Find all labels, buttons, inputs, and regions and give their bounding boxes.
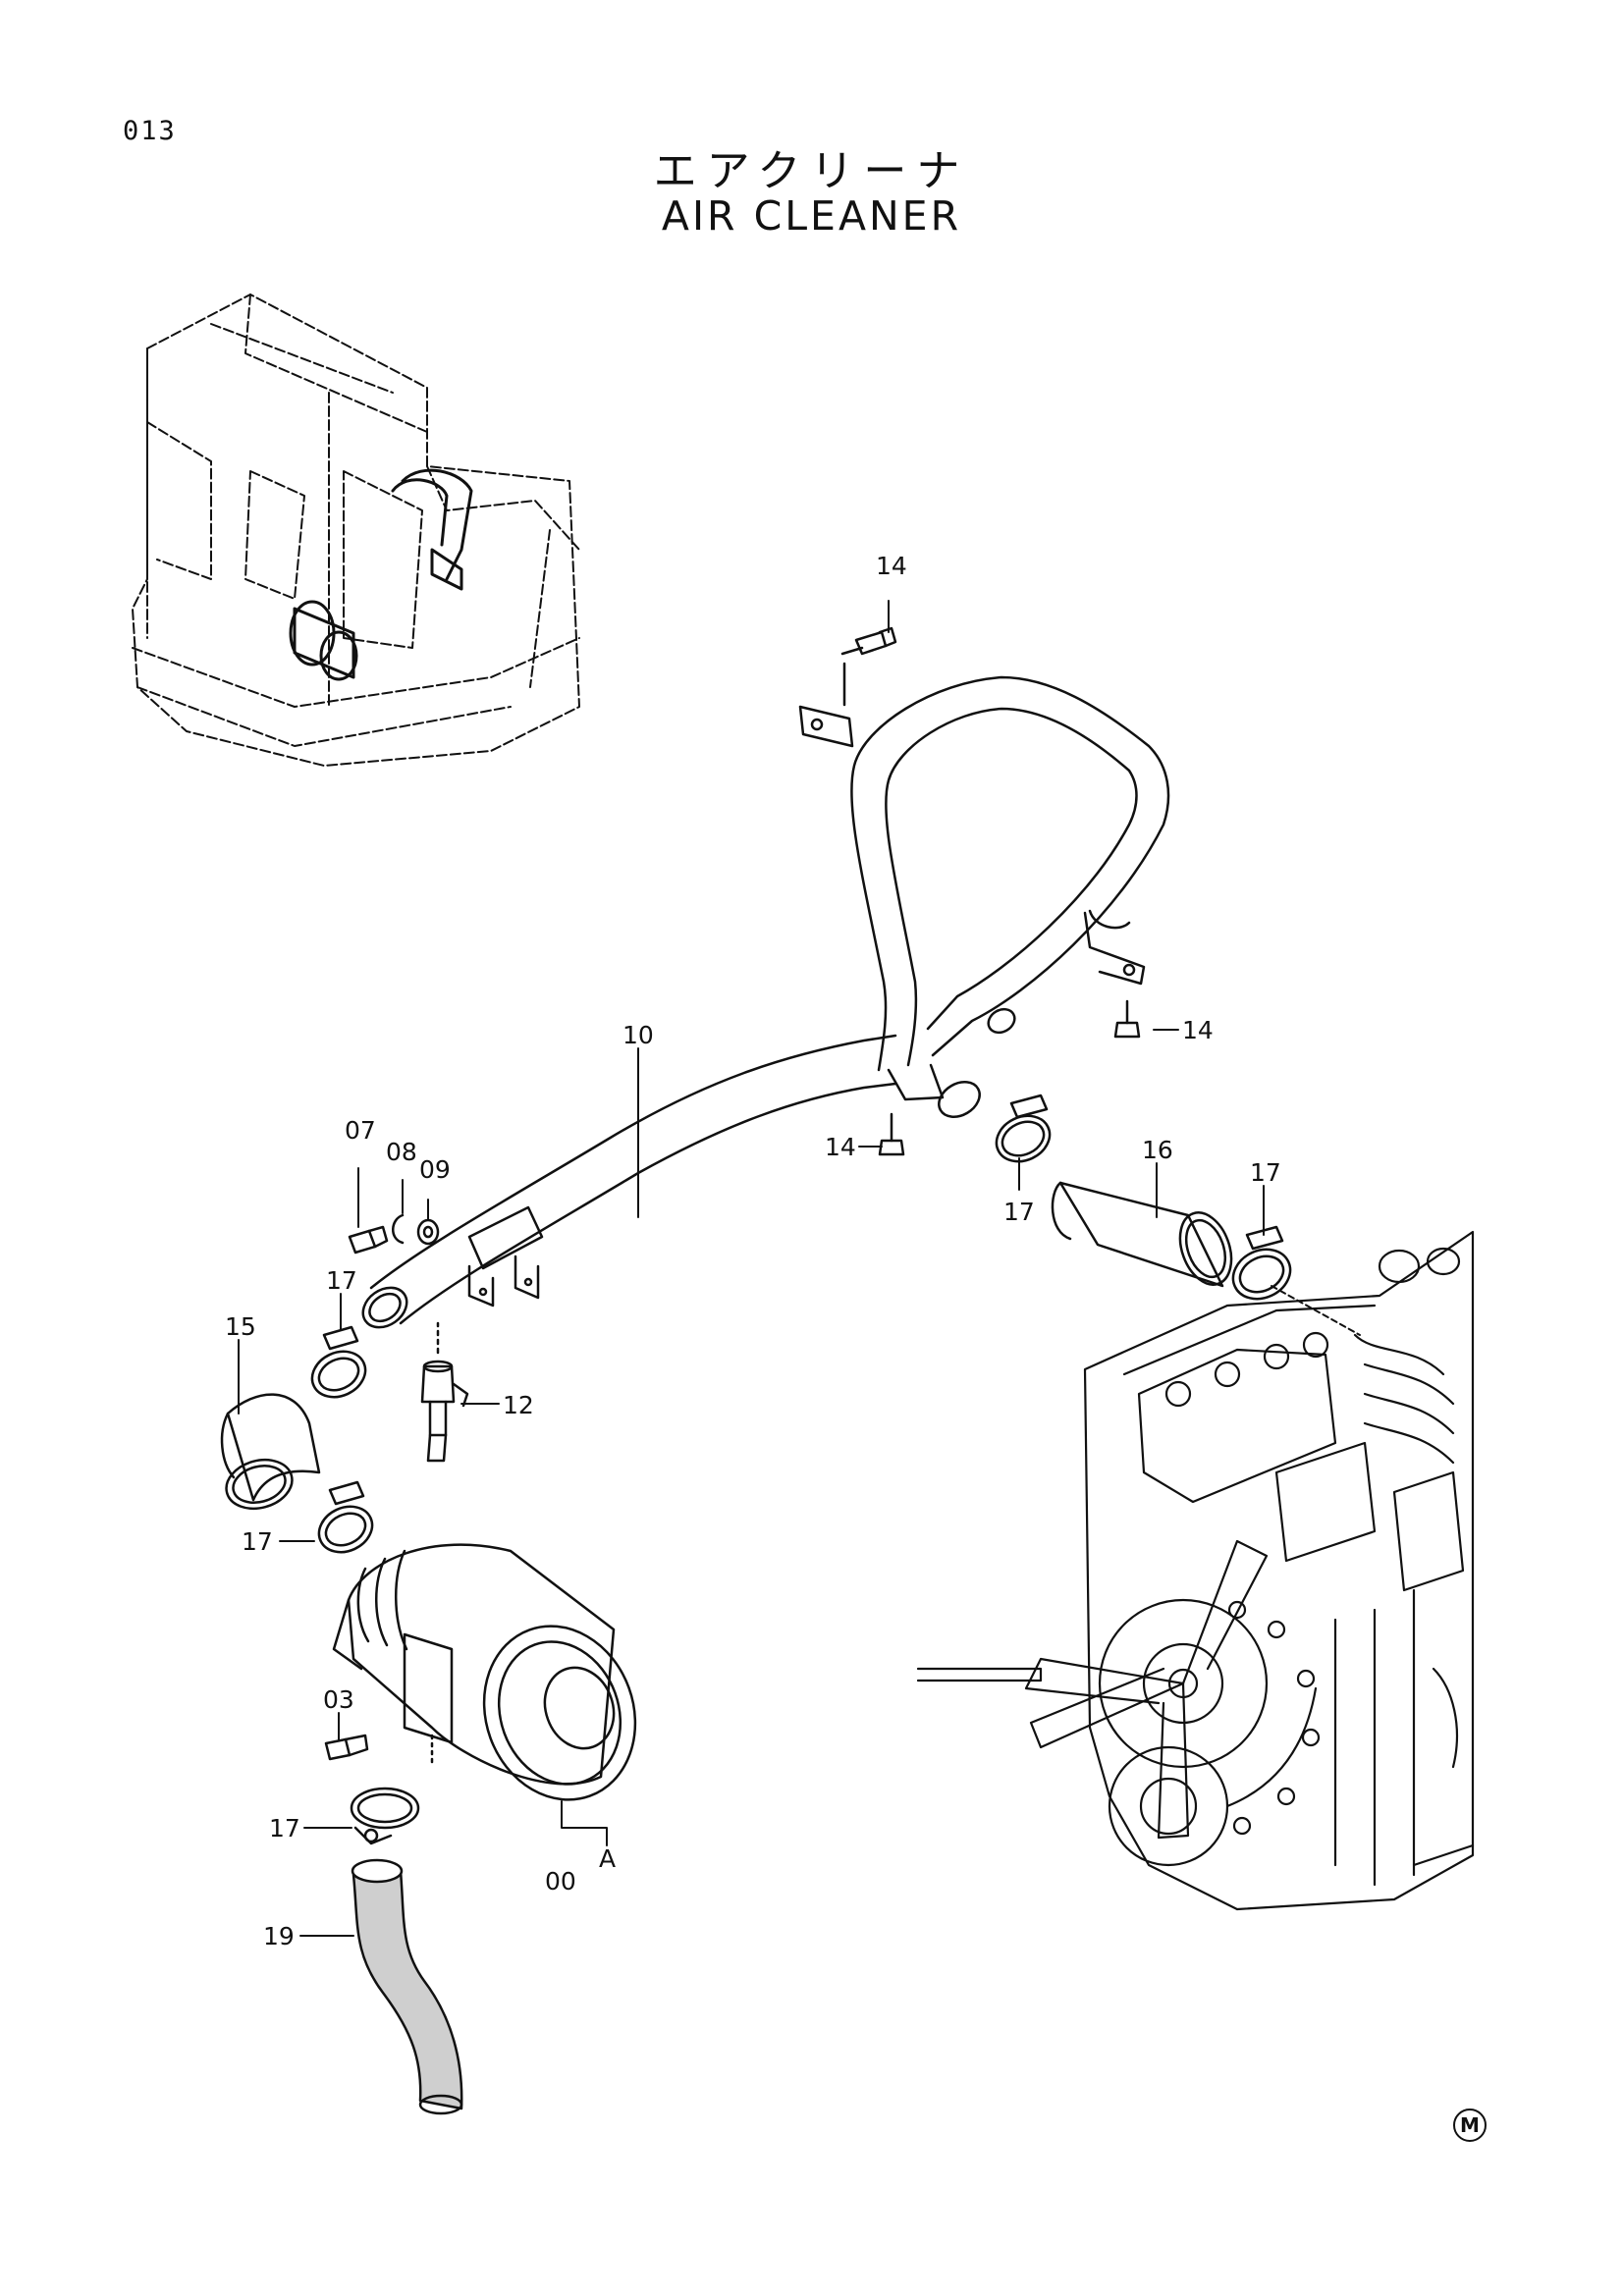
engine-block <box>916 1230 1475 1911</box>
callout-17-bottom: 17 <box>269 1814 300 1842</box>
bolt-14-top <box>840 626 897 656</box>
title-english: AIR CLEANER <box>661 192 962 240</box>
callout-07: 07 <box>345 1116 376 1145</box>
clamp-17-a <box>995 1094 1052 1163</box>
hose-19 <box>351 1858 463 2115</box>
hose-15 <box>220 1393 321 1511</box>
bolt-03 <box>324 1734 369 1761</box>
clamp-17-b <box>1231 1225 1292 1301</box>
bolt-07 <box>348 1225 389 1255</box>
callout-labels: 14 14 14 10 16 17 17 17 17 17 07 08 09 1… <box>225 552 1281 1950</box>
engine-highlight <box>289 468 473 681</box>
hose-16 <box>1051 1181 1233 1288</box>
page-number: 013 <box>123 116 177 146</box>
callout-a: A <box>599 1844 616 1873</box>
callout-14-mid: 14 <box>825 1133 856 1161</box>
callout-12: 12 <box>503 1391 534 1419</box>
title-japanese: エアクリーナ <box>653 146 970 196</box>
callout-09: 09 <box>419 1155 451 1184</box>
callout-17-mid: 17 <box>1003 1198 1035 1226</box>
callout-17-left: 17 <box>326 1266 357 1295</box>
callout-17-lower: 17 <box>242 1527 273 1556</box>
callout-14-right: 14 <box>1182 1016 1214 1044</box>
air-cleaner-00 <box>332 1543 637 1801</box>
clamp-17-e <box>350 1787 420 1845</box>
manufacturer-mark: M <box>1453 2109 1487 2142</box>
callout-16: 16 <box>1142 1136 1173 1164</box>
support-bracket <box>798 662 1170 1118</box>
callout-15: 15 <box>225 1312 256 1341</box>
bolt-14-mid <box>878 1112 905 1156</box>
excavator-overview <box>132 294 580 767</box>
callout-19: 19 <box>263 1922 295 1950</box>
callout-00: 00 <box>545 1867 576 1896</box>
clamp-17-c <box>310 1325 367 1399</box>
bolt-14-right <box>1113 999 1141 1039</box>
washer-09 <box>416 1218 440 1246</box>
intake-pipe <box>361 1034 897 1329</box>
callout-08: 08 <box>386 1138 417 1166</box>
clamp-17-d <box>317 1480 374 1554</box>
callout-17-right: 17 <box>1250 1158 1281 1187</box>
sensor-12 <box>420 1321 469 1463</box>
callout-10: 10 <box>622 1021 654 1049</box>
callout-03: 03 <box>323 1685 354 1714</box>
leader-lines <box>238 600 1361 1937</box>
collar-08 <box>392 1213 405 1245</box>
callout-14-top: 14 <box>876 552 907 580</box>
